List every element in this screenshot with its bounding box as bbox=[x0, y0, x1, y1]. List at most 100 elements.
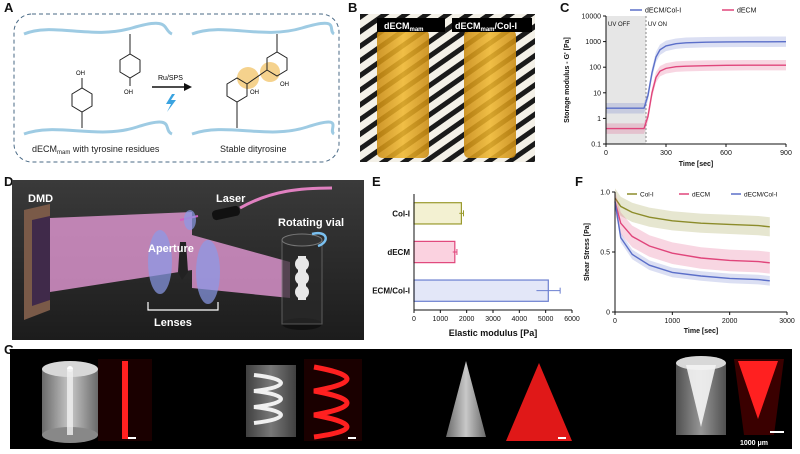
legend-entry-1: dECM bbox=[737, 8, 757, 15]
annotation-uv-on: UV ON bbox=[648, 22, 667, 28]
print-spiral bbox=[304, 359, 362, 441]
lens-3 bbox=[184, 210, 196, 230]
x-axis-label: Elastic modulus [Pa] bbox=[449, 328, 538, 338]
tyrosine-molecule-2 bbox=[119, 34, 141, 86]
print-cone bbox=[506, 363, 572, 441]
y-tick-label-4: 1000 bbox=[585, 39, 601, 46]
series-line-0 bbox=[614, 197, 770, 228]
panel-d-setup: DMD Laser Aperture Lenses Rotating vial bbox=[12, 180, 364, 340]
crosslink-highlight-1 bbox=[237, 67, 259, 89]
x-tick-label-6: 6000 bbox=[564, 316, 580, 323]
panel-label-a: A bbox=[4, 0, 14, 15]
label-aperture: Aperture bbox=[148, 243, 194, 255]
label-dmd: DMD bbox=[28, 193, 53, 205]
panel-label-f: F bbox=[575, 174, 583, 189]
label-bg-left bbox=[377, 18, 445, 32]
y-axis-label: Storage modulus - G' [Pa] bbox=[564, 37, 571, 123]
legend-entry-1: dECM bbox=[692, 192, 710, 199]
label-lenses: Lenses bbox=[154, 317, 192, 329]
scale-bar-4 bbox=[770, 431, 784, 433]
printed-object bbox=[295, 256, 309, 300]
y-tick-label-0: 0.1 bbox=[591, 142, 601, 149]
legend-entry-0: Col-I bbox=[640, 192, 654, 199]
scale-bar-1 bbox=[128, 437, 136, 439]
x-tick-label-3: 900 bbox=[780, 150, 792, 157]
x-tick-label-2: 600 bbox=[720, 150, 732, 157]
y-tick-label-5: 10000 bbox=[582, 14, 602, 21]
reaction-arrowhead bbox=[184, 83, 192, 91]
oh-label-4: OH bbox=[280, 82, 289, 88]
x-tick-label-3: 3000 bbox=[779, 318, 795, 325]
y-tick-label-0: 0 bbox=[606, 310, 610, 317]
x-axis-label: Time [sec] bbox=[679, 161, 714, 168]
vial-decm bbox=[377, 30, 429, 158]
legend-entry-0: dECM/Col-I bbox=[645, 8, 681, 15]
chart-elastic-modulus: Col-IdECMdECM/Col-I010002000300040005000… bbox=[372, 194, 580, 338]
reagent-label: Ru/SPS bbox=[158, 75, 183, 82]
y-tick-label-3: 100 bbox=[589, 65, 601, 72]
oh-label-1: OH bbox=[76, 71, 85, 77]
fiber-top-left bbox=[23, 21, 173, 36]
tyrosine-molecule-1 bbox=[71, 78, 93, 128]
oh-label-3: OH bbox=[250, 90, 259, 96]
series-band-2 bbox=[615, 196, 770, 286]
dityrosine-molecule bbox=[226, 34, 288, 128]
lightning-icon bbox=[166, 94, 176, 112]
oh-label-2: OH bbox=[124, 90, 133, 96]
model-cylinder-cone bbox=[676, 356, 726, 435]
vial-top bbox=[281, 233, 323, 247]
vial-label-right: dECMmam/Col-I bbox=[455, 21, 517, 33]
series-band-1 bbox=[606, 59, 786, 134]
x-tick-label-3: 3000 bbox=[485, 316, 501, 323]
category-label-2: dECM/Col-I bbox=[372, 287, 410, 296]
x-tick-label-0: 0 bbox=[613, 318, 617, 325]
laser-device bbox=[212, 205, 240, 221]
print-channel bbox=[98, 359, 152, 441]
panel-g-svg: 1000 μm bbox=[42, 356, 784, 447]
rotation-arrow-icon bbox=[311, 231, 327, 248]
x-tick-label-1: 300 bbox=[660, 150, 672, 157]
series-band-0 bbox=[606, 36, 786, 114]
panel-label-b: B bbox=[348, 0, 358, 15]
series-band-1 bbox=[615, 190, 770, 274]
dmd-mirror bbox=[32, 216, 50, 306]
model-cone bbox=[446, 361, 486, 437]
print-cylinder-cone bbox=[734, 359, 784, 435]
series-line-1 bbox=[614, 201, 770, 264]
x-tick-label-4: 4000 bbox=[512, 316, 528, 323]
lens-2 bbox=[196, 240, 220, 304]
fiber-top-right bbox=[191, 21, 336, 36]
lens-1 bbox=[148, 230, 172, 294]
panel-label-g: G bbox=[4, 342, 14, 357]
aperture-stand bbox=[178, 242, 188, 280]
x-tick-label-1: 1000 bbox=[665, 318, 681, 325]
series-line-1 bbox=[606, 64, 786, 130]
scale-bar-label: 1000 μm bbox=[740, 440, 768, 447]
fiber-bottom-right bbox=[191, 120, 336, 136]
panel-g-prints: 1000 μm bbox=[10, 349, 792, 449]
series-line-0 bbox=[606, 41, 787, 109]
x-tick-label-5: 5000 bbox=[538, 316, 554, 323]
model-cylinder-channel bbox=[42, 361, 98, 443]
x-axis-label: Time [sec] bbox=[684, 328, 719, 335]
laser-fiber bbox=[239, 186, 333, 210]
y-axis-label: Shear Stress [Pa] bbox=[584, 223, 591, 281]
caption-left: dECMmam with tyrosine residues bbox=[32, 144, 160, 156]
lenses-bracket bbox=[147, 302, 219, 311]
panel-a-scheme: OH OH Ru/SPS OH OH dECMmam with tyrosine… bbox=[13, 13, 340, 163]
legend-entry-2: dECM/Col-I bbox=[744, 192, 778, 199]
panel-label-c: C bbox=[560, 0, 570, 15]
model-spiral bbox=[246, 365, 296, 437]
vial-label-left: dECMmam bbox=[384, 21, 424, 33]
label-laser: Laser bbox=[216, 193, 246, 205]
panel-label-e: E bbox=[372, 174, 381, 189]
y-tick-label-2: 1.0 bbox=[600, 190, 610, 197]
fiber-bottom-left bbox=[23, 120, 173, 136]
category-label-1: dECM bbox=[387, 248, 410, 257]
annotation-uv-off: UV OFF bbox=[608, 22, 630, 28]
x-tick-label-1: 1000 bbox=[433, 316, 449, 323]
scale-bar-2 bbox=[348, 437, 356, 439]
scale-bar-3 bbox=[558, 437, 566, 439]
y-tick-label-1: 0.5 bbox=[600, 250, 610, 257]
